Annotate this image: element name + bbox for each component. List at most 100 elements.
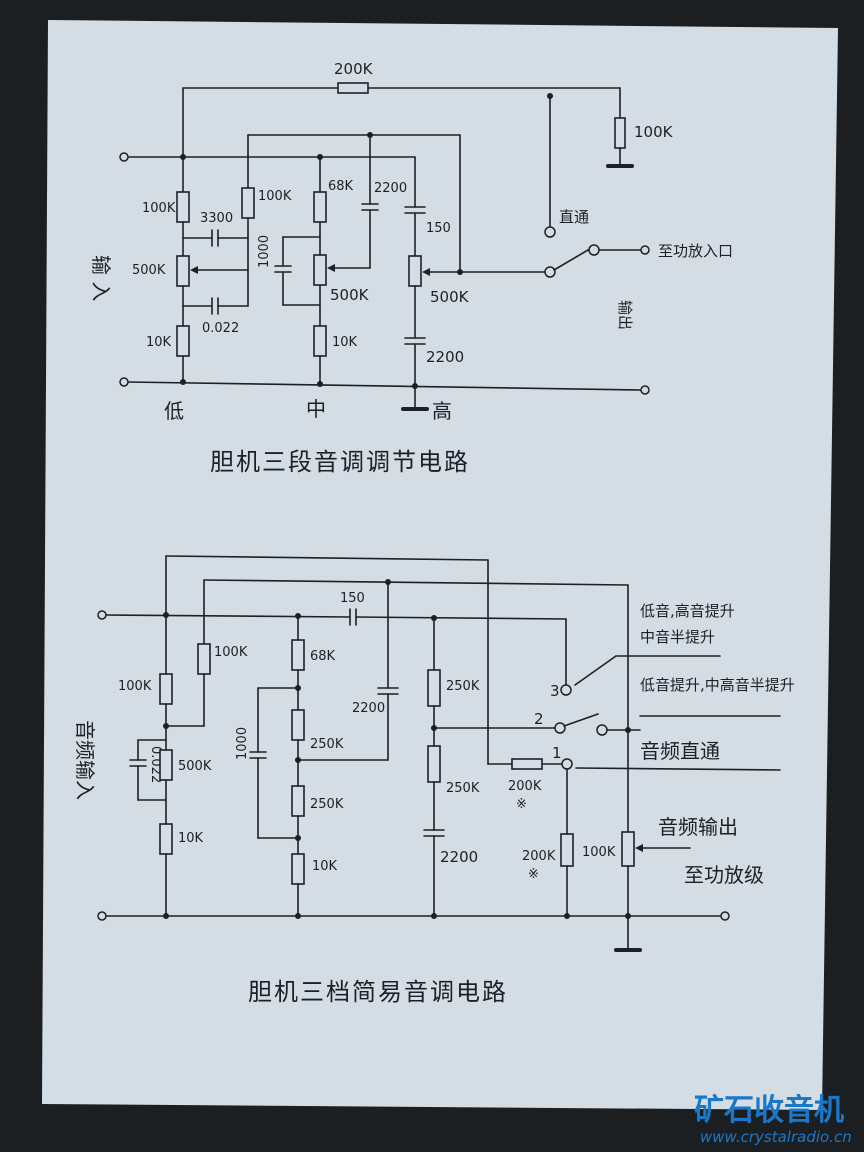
resistor-mid-top bbox=[291, 639, 305, 671]
switch-common bbox=[588, 244, 600, 256]
label-low-bottom: 10K bbox=[146, 335, 172, 350]
label-r-series: 200K bbox=[508, 779, 542, 794]
resistor-mid-2 bbox=[291, 785, 305, 817]
resistor-low-bottom bbox=[159, 823, 173, 855]
label-pot-out: 100K bbox=[582, 845, 616, 860]
label-audio-out: 音频输出 bbox=[658, 815, 738, 839]
paper-sheet bbox=[42, 20, 838, 1110]
resistor-low-top2 bbox=[197, 643, 211, 675]
label-mid-2: 250K bbox=[310, 797, 344, 812]
diagram-three-band-tone: 200K 100K 直通 输 入 100K 100K 3300 500 bbox=[89, 60, 733, 476]
label-low-top: 100K bbox=[142, 201, 176, 216]
label-high-1: 250K bbox=[446, 679, 480, 694]
label-band-high: 高 bbox=[432, 399, 452, 423]
label-r-series-mark: ※ bbox=[516, 797, 527, 812]
label-pot-mid: 500K bbox=[330, 286, 370, 304]
resistor-200k-shunt bbox=[560, 833, 574, 867]
label-c-high-bottom: 2200 bbox=[426, 348, 464, 366]
watermark-site-name: 矿石收音机 bbox=[694, 1093, 844, 1128]
label-input: 音频输入 bbox=[73, 720, 97, 800]
resistor-mid-top bbox=[313, 191, 327, 223]
label-pot-low: 500K bbox=[178, 759, 212, 774]
label-pot-high: 500K bbox=[430, 288, 470, 306]
label-low-top2: 100K bbox=[214, 645, 248, 660]
diagram1-title: 胆机三段音调调节电路 bbox=[210, 448, 470, 476]
label-pos3: 3 bbox=[550, 682, 560, 700]
label-mid-1: 250K bbox=[310, 737, 344, 752]
site-watermark: 矿石收音机 www.crystalradio.cn bbox=[694, 1093, 852, 1146]
label-pos1: 1 bbox=[552, 744, 562, 762]
label-r-shunt: 200K bbox=[522, 849, 556, 864]
label-r-shunt-mark: ※ bbox=[528, 867, 539, 882]
resistor-low-top bbox=[159, 673, 173, 705]
resistor-high-1 bbox=[427, 669, 441, 707]
selector-switch-lever bbox=[563, 713, 599, 727]
label-pot-low: 500K bbox=[132, 263, 166, 278]
label-low-top: 100K bbox=[118, 679, 152, 694]
label-r-feedback: 200K bbox=[334, 60, 374, 78]
label-c-top: 150 bbox=[340, 591, 365, 606]
label-low-bottom: 10K bbox=[178, 831, 204, 846]
label-band-mid: 中 bbox=[306, 397, 326, 421]
resistor-low-bottom bbox=[176, 325, 190, 357]
diagram-three-position-tone: 150 3 音频输入 100K 100K 0.022 500K 10K 68K bbox=[73, 555, 795, 1006]
pot-output bbox=[621, 831, 635, 867]
label-to-amp: 至功放级 bbox=[684, 863, 764, 887]
diagram2-title: 胆机三档简易音调电路 bbox=[248, 978, 508, 1006]
switch-contact-1 bbox=[561, 758, 573, 770]
label-mid-bottom: 10K bbox=[312, 859, 338, 874]
input-terminal-top bbox=[97, 610, 107, 620]
label-mid-top: 68K bbox=[310, 649, 336, 664]
resistor-high-2 bbox=[427, 745, 441, 783]
label-high-2: 250K bbox=[446, 781, 480, 796]
label-band-low: 低 bbox=[164, 399, 184, 423]
resistor-200k-series bbox=[511, 758, 543, 770]
pot-mid bbox=[313, 254, 327, 286]
label-mid-bottom: 10K bbox=[332, 335, 358, 350]
label-pos2: 2 bbox=[534, 710, 544, 728]
label-c-mid-top: 2200 bbox=[374, 181, 407, 196]
annotation-pos3-b: 中音半提升 bbox=[640, 628, 715, 646]
resistor-mid-bottom bbox=[313, 325, 327, 357]
switch-contact-tone bbox=[544, 266, 556, 278]
switch-contact-bypass bbox=[544, 226, 556, 238]
label-c-mid-side: 1000 bbox=[235, 727, 250, 760]
label-output: 输出 bbox=[616, 300, 634, 330]
switch-contact-3 bbox=[560, 684, 572, 696]
input-terminal-bottom bbox=[119, 377, 129, 387]
resistor-100k-load bbox=[614, 117, 626, 149]
resistor-mid-1 bbox=[291, 709, 305, 741]
selector-switch-lever bbox=[553, 249, 589, 271]
switch-contact-2 bbox=[596, 724, 608, 736]
label-c-low-2: 0.022 bbox=[202, 321, 239, 336]
pot-low bbox=[176, 255, 190, 287]
output-terminal-bottom bbox=[640, 385, 650, 395]
output-terminal-bottom bbox=[720, 911, 730, 921]
pot-low bbox=[159, 749, 173, 781]
label-mid-top: 68K bbox=[328, 179, 354, 194]
resistor-200k-feedback bbox=[337, 82, 369, 94]
output-terminal bbox=[640, 245, 650, 255]
switch-common bbox=[554, 722, 566, 734]
label-c-low-1: 3300 bbox=[200, 211, 233, 226]
resistor-low-top2 bbox=[241, 187, 255, 219]
resistor-low-top bbox=[176, 191, 190, 223]
annotation-pos1: 音频直通 bbox=[640, 739, 720, 763]
pot-high bbox=[408, 255, 422, 287]
annotation-pos2: 低音提升,中高音半提升 bbox=[640, 676, 795, 694]
input-terminal-bottom bbox=[97, 911, 107, 921]
label-c-mid: 2200 bbox=[352, 701, 385, 716]
label-c-mid-side: 1000 bbox=[257, 235, 272, 268]
label-bypass: 直通 bbox=[559, 208, 589, 226]
label-input: 输 入 bbox=[89, 255, 113, 301]
watermark-url: www.crystalradio.cn bbox=[700, 1128, 852, 1146]
label-c-high-top: 150 bbox=[426, 221, 451, 236]
resistor-mid-bottom bbox=[291, 853, 305, 885]
label-c-high-bottom: 2200 bbox=[440, 848, 478, 866]
input-terminal-top bbox=[119, 152, 129, 162]
annotation-pos3-a: 低音,高音提升 bbox=[640, 602, 735, 620]
label-amp-input: 至功放入口 bbox=[658, 242, 733, 260]
label-r-load: 100K bbox=[634, 123, 674, 141]
label-low-top2: 100K bbox=[258, 189, 292, 204]
